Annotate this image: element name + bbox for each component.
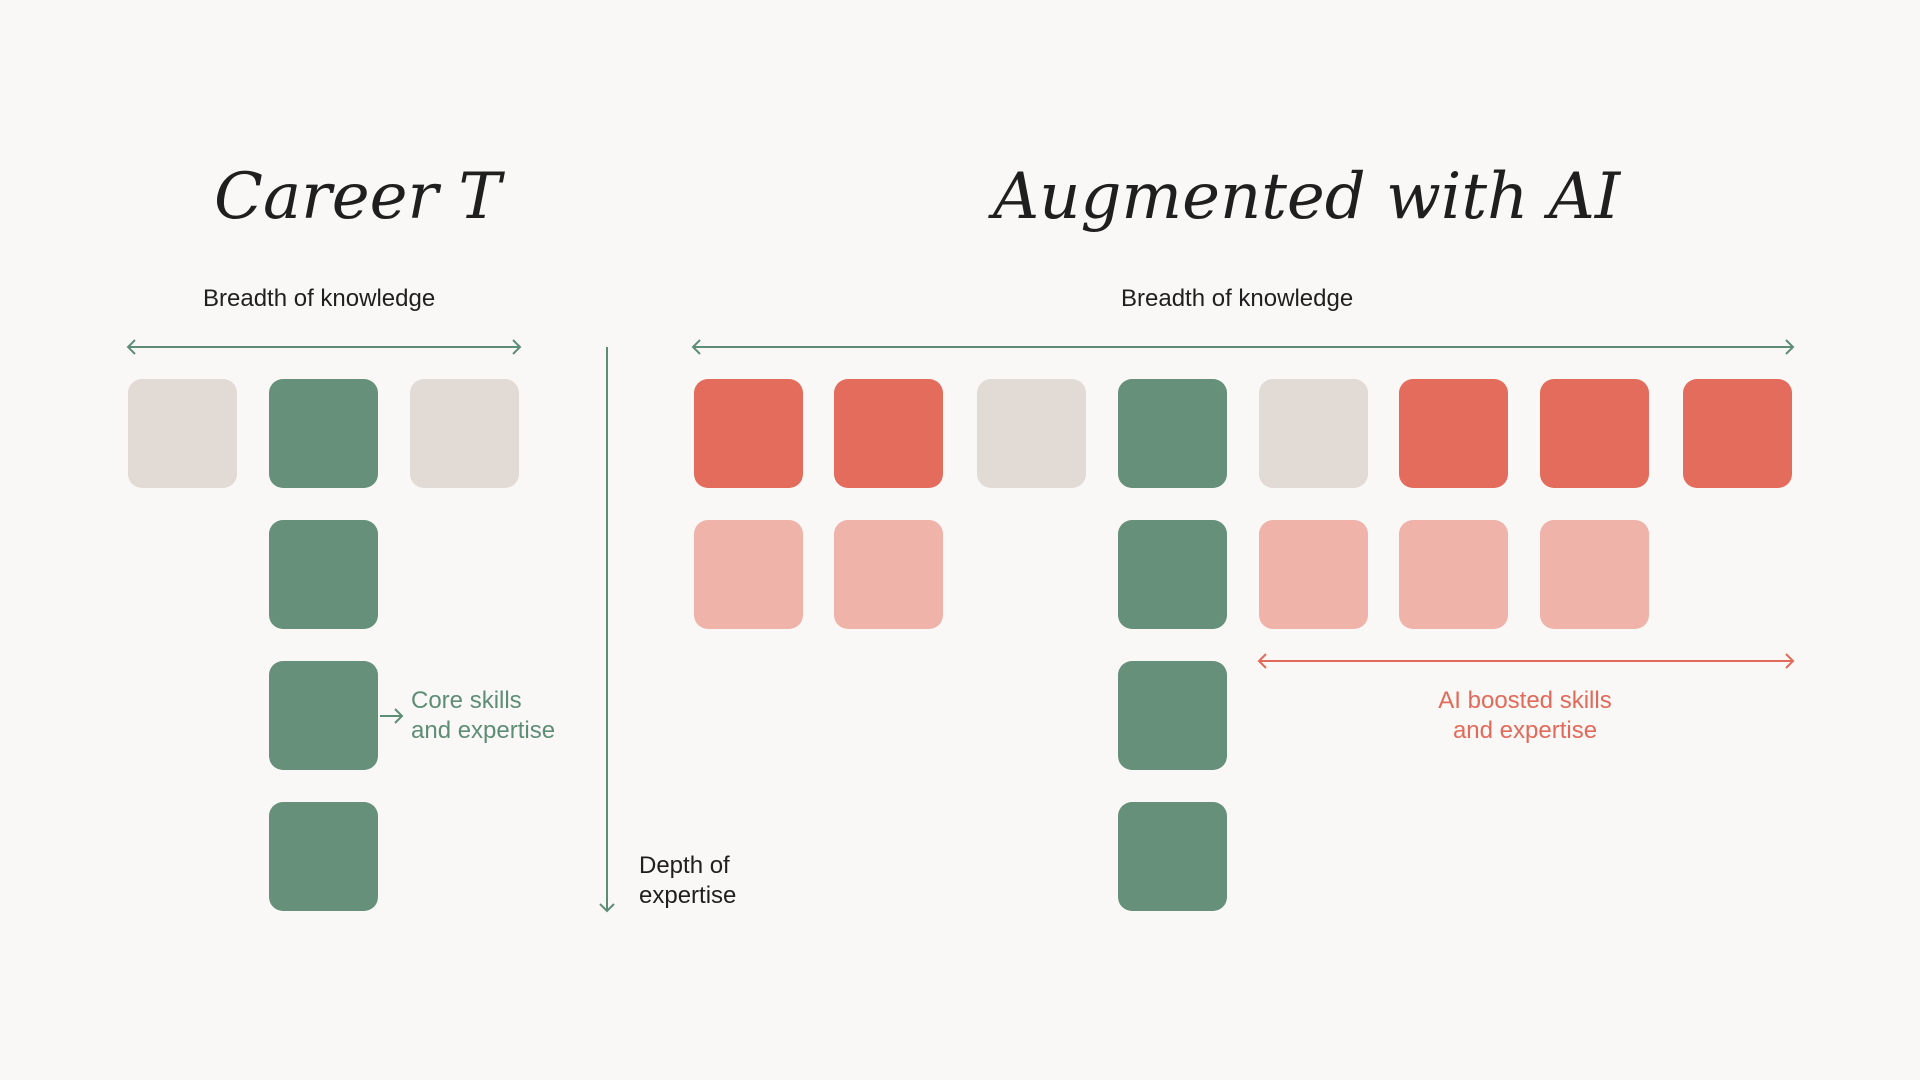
- career-t-breadth-label: Breadth of knowledge: [203, 285, 436, 312]
- augmented-row1-tile: [977, 379, 1086, 488]
- augmented-breadth-label: Breadth of knowledge: [1121, 285, 1354, 312]
- augmented-row1-tile: [1540, 379, 1649, 488]
- augmented-row1-tile: [694, 379, 803, 488]
- augmented-row1-tile: [834, 379, 943, 488]
- ai-boosted-label-line2: and expertise: [1452, 717, 1598, 744]
- ai-boosted-range-arrow: [1257, 653, 1795, 669]
- depth-label-line1: Depth of: [639, 852, 730, 879]
- augmented-row1-tile: [1683, 379, 1792, 488]
- augmented-row1-tile: [1118, 379, 1227, 488]
- augmented-row2-tile: [1118, 520, 1227, 629]
- career-t-stem-tile: [269, 520, 378, 629]
- ai-boosted-label: AI boosted skills and expertise: [1386, 686, 1664, 746]
- career-t-tile-core: [269, 379, 378, 488]
- augmented-row2-tile: [694, 520, 803, 629]
- augmented-breadth-arrow: [691, 339, 1795, 355]
- augmented-row2-tile: [1259, 520, 1368, 629]
- core-skills-pointer-arrow: [380, 708, 404, 724]
- augmented-row2-tile: [1399, 520, 1508, 629]
- depth-label-line2: expertise: [639, 882, 737, 909]
- core-skills-label-line1: Core skills: [411, 687, 522, 714]
- depth-arrow: [599, 347, 615, 913]
- career-t-stem-tile: [269, 661, 378, 770]
- augmented-stem-tile: [1118, 802, 1227, 911]
- augmented-row2-tile: [834, 520, 943, 629]
- career-t-stem-tile: [269, 802, 378, 911]
- augmented-row1-tile: [1399, 379, 1508, 488]
- core-skills-label-line2: and expertise: [411, 717, 556, 744]
- ai-boosted-label-line1: AI boosted skills: [1438, 687, 1612, 714]
- career-t-title: Career T: [214, 160, 502, 234]
- core-skills-label: Core skills and expertise: [411, 686, 555, 746]
- augmented-stem-tile: [1118, 661, 1227, 770]
- augmented-title: Augmented with AI: [993, 160, 1621, 234]
- career-t-tile-neutral: [410, 379, 519, 488]
- career-t-tile-neutral: [128, 379, 237, 488]
- augmented-row1-tile: [1259, 379, 1368, 488]
- career-t-breadth-arrow: [126, 339, 522, 355]
- augmented-row2-tile: [1540, 520, 1649, 629]
- depth-label: Depth of expertise: [639, 851, 736, 911]
